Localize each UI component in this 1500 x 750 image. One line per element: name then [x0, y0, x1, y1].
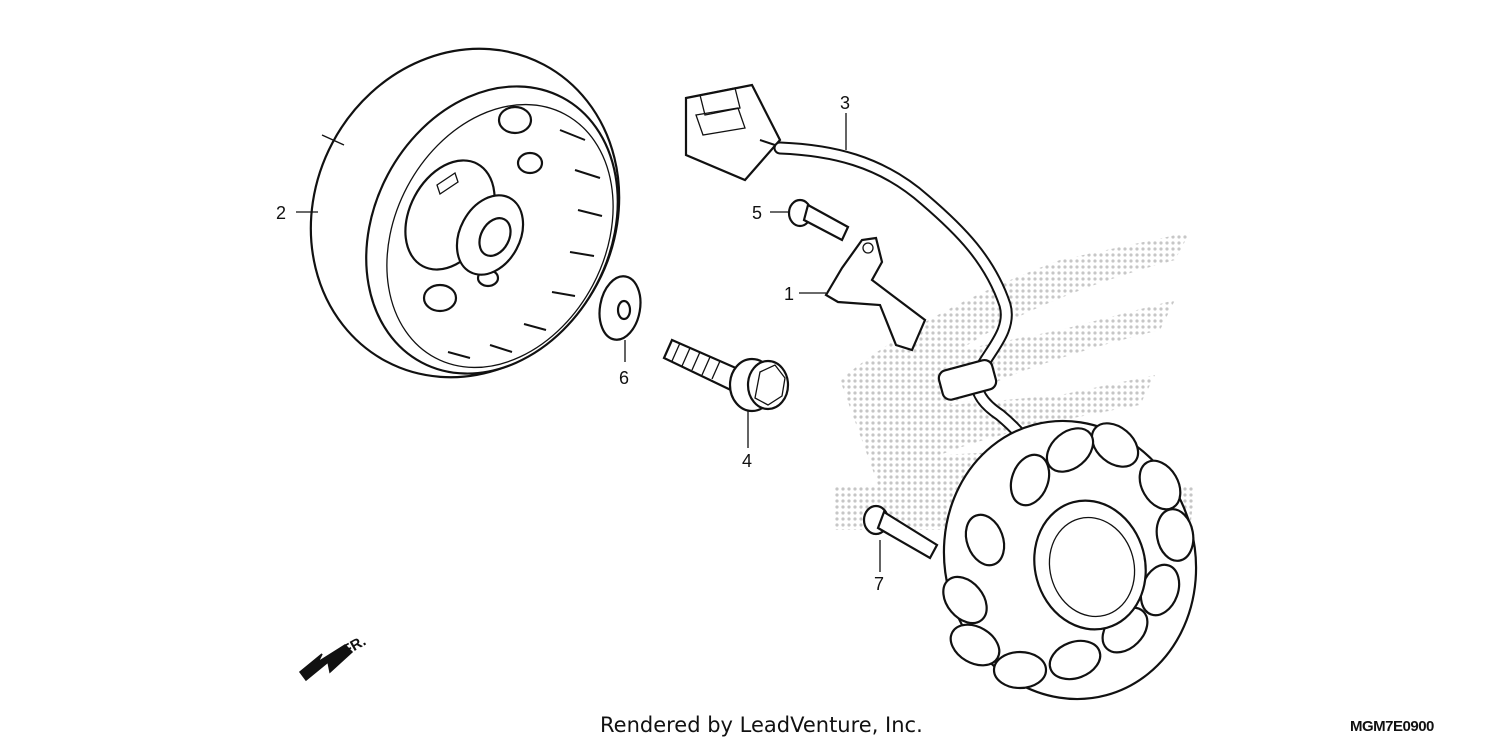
front-direction-arrow: FR. [298, 633, 369, 682]
stator-assembly[interactable] [913, 392, 1227, 727]
washer[interactable] [595, 273, 646, 343]
callout-4: 4 [742, 451, 752, 471]
callout-3: 3 [840, 93, 850, 113]
flange-bolt[interactable] [662, 338, 790, 413]
flywheel-rotor[interactable] [254, 0, 677, 432]
callout-2: 2 [276, 203, 286, 223]
bracket-bolt[interactable] [787, 198, 850, 242]
callout-6: 6 [619, 368, 629, 388]
wire-harness[interactable] [684, 83, 1067, 517]
callout-5: 5 [752, 203, 762, 223]
credit-text: Rendered by LeadVenture, Inc. [600, 713, 923, 737]
callout-1: 1 [784, 284, 794, 304]
callout-numbers: 1 2 3 4 5 6 7 [276, 93, 884, 594]
callout-7: 7 [874, 574, 884, 594]
diagram-code: MGM7E0900 [1350, 718, 1434, 735]
wire-clamp-bracket[interactable] [824, 236, 927, 352]
stator-socket-bolt[interactable] [862, 504, 939, 560]
leader-lines [296, 113, 881, 572]
